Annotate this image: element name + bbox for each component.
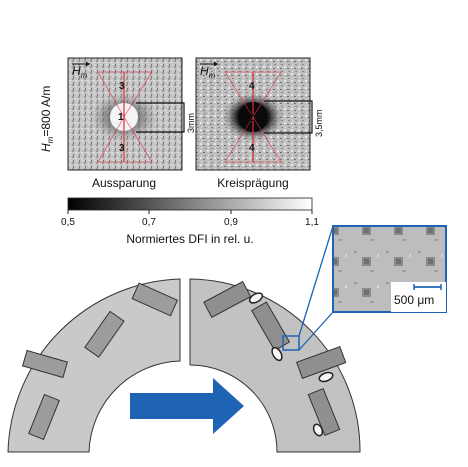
panel-aussparung-sightlines [97,71,153,163]
panel-aussparung-marker-bottom: 3 [119,143,125,154]
panel-kreispraegung-caption: Kreisprägung [217,176,288,190]
magnet-pockets-after [203,280,347,437]
microscope-inset: 500 μm [332,225,447,313]
emboss-marks [248,292,334,437]
magnet-pocket [131,282,179,317]
colorbar: 0,5 0,7 0,9 1,1 Normiertes DFI in rel. u… [61,197,319,246]
panel-kreispraegung-hm-symbol: Hm [200,64,216,80]
panel-kreispraegung-dimension-label: 3,5mm [314,109,324,137]
panel-aussparung-dimension [136,102,185,133]
panel-aussparung-caption: Aussparung [92,176,156,190]
process-arrow [130,378,244,434]
emboss-mark [318,371,334,383]
panel-aussparung-dimension-label: 3mm [186,113,196,133]
zoom-line-bottom [298,311,334,351]
magnet-pocket [307,387,341,437]
magnet-pocket [21,349,69,379]
zoom-marker [282,335,300,351]
panel-aussparung-hm-symbol: Hm [72,64,88,80]
colorbar-tick-label-2: 0,9 [224,217,238,228]
magnet-pockets-before [21,282,179,441]
rotor-before [7,278,181,453]
panel-kreispraegung-hm-arrowhead [214,61,218,67]
panel-kreispraegung-marker-center: 2 [248,112,254,124]
magnet-pocket [203,280,252,318]
colorbar-tick-label-3: 1,1 [305,217,319,228]
colorbar-tick-label-1: 0,7 [142,217,156,228]
panel-aussparung-hm-arrowhead [86,61,90,67]
zoom-line-top [298,225,334,337]
magnet-pocket [296,345,347,379]
panel-kreispraegung: 4 2 4 Hm 3,5mm Kreisprägung [195,57,324,190]
scale-label: 500 μm [394,293,434,307]
magnet-pocket [28,393,60,441]
panel-kreispraegung-marker-bottom: 4 [249,143,255,154]
emboss-mark [271,346,283,362]
magnet-pocket [84,310,125,358]
panel-aussparung-marker-center: 1 [118,112,124,123]
panel-kreispraegung-marker-top: 4 [249,81,255,92]
field-strength-label: Hm=800 A/m [39,86,55,152]
panel-aussparung: 3 1 3 Hm 3mm Aussparung [67,57,196,190]
colorbar-label: Normiertes DFI in rel. u. [126,232,253,246]
rotor-after [189,278,361,453]
magnet-pocket [251,301,291,352]
panel-kreispraegung-dimension [264,100,313,134]
panel-aussparung-marker-top: 3 [119,81,125,92]
colorbar-gradient [67,197,313,211]
emboss-mark [248,292,264,304]
colorbar-tick-label-0: 0,5 [61,217,75,228]
emboss-mark [312,423,324,437]
